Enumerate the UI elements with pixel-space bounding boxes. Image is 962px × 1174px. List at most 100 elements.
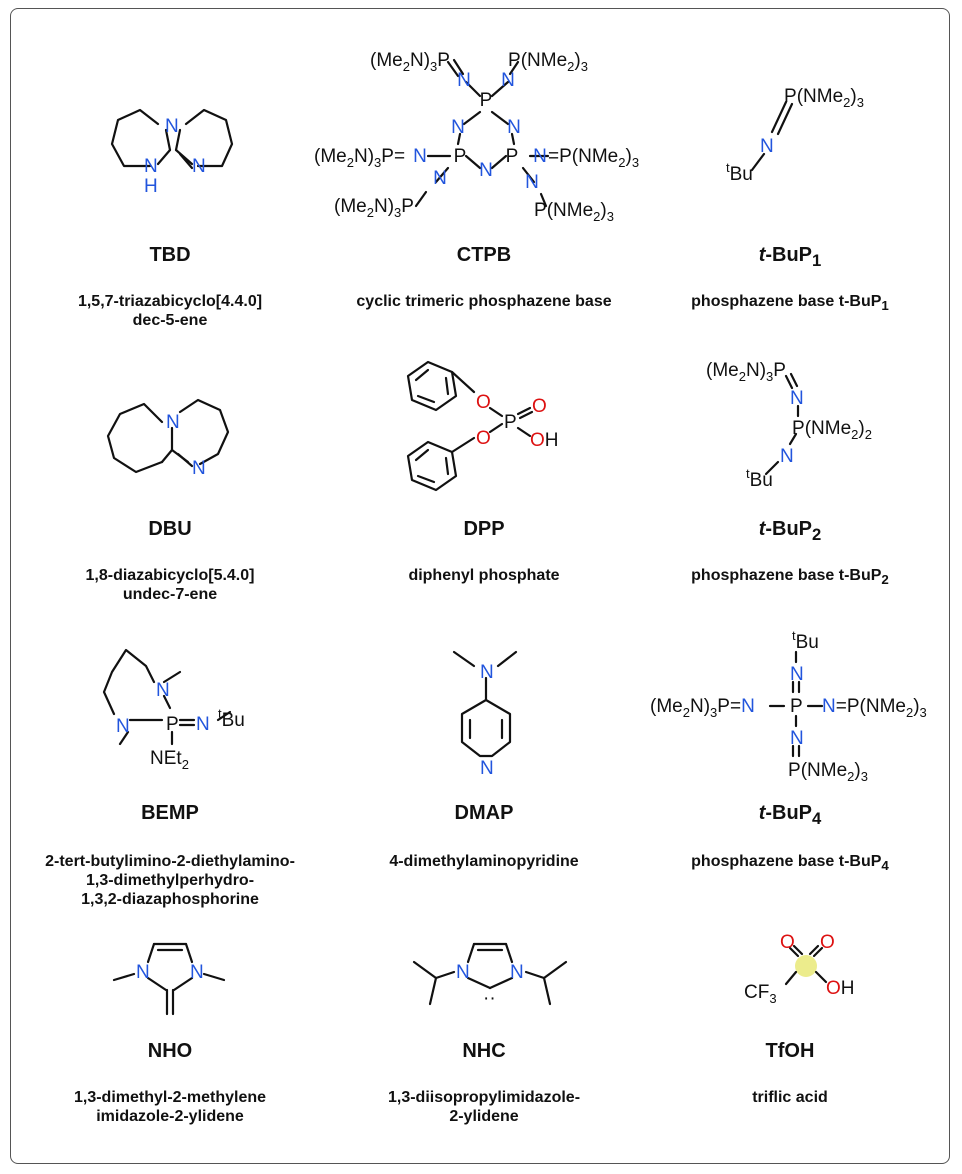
tbup2-tbu: tBu <box>746 466 773 491</box>
nho-n-left: N <box>136 962 150 983</box>
ctpb-n-bl: N <box>433 168 447 189</box>
bemp-net2: NEt2 <box>150 748 189 772</box>
bemp-n-imine: N <box>196 714 210 735</box>
nhc-name: NHC <box>462 1040 506 1062</box>
ctpb-group-bl: (Me2N)3P <box>334 196 414 220</box>
tbd-desc-line1: 1,5,7-triazabicyclo[4.4.0] <box>77 293 263 310</box>
ctpb-n-ring-3: N <box>479 160 493 181</box>
tbup2-n-2: N <box>780 446 794 467</box>
dpp-oh: OH <box>530 430 559 451</box>
tbd-desc-line2: dec-5-ene <box>132 312 208 329</box>
tbup2-p-center: P(NMe2)2 <box>792 418 872 442</box>
ctpb-p-right: P <box>506 146 519 167</box>
nhc-n-right: N <box>510 962 524 983</box>
tbup4-desc: phosphazene base t-BuP4 <box>691 853 889 874</box>
tbd-h: H <box>144 176 158 197</box>
ctpb-group-br: P(NMe2)3 <box>534 200 614 224</box>
tbup1-tbu: tBu <box>726 160 753 185</box>
tfoh-o-1: O <box>780 932 795 953</box>
tbup1-group: P(NMe2)3 <box>784 86 864 110</box>
nho-desc-line1: 1,3-dimethyl-2-methylene <box>73 1089 267 1106</box>
tfoh-desc: triflic acid <box>752 1089 828 1106</box>
tbup4-p-center: P <box>790 696 803 717</box>
ctpb-group-right: =P(NMe2)3 <box>548 146 639 170</box>
tbup4-tbu: tBu <box>792 628 819 653</box>
dpp-o-1: O <box>476 392 491 413</box>
dbu-name: DBU <box>148 518 192 540</box>
dbu-desc-line2: undec-7-ene <box>122 586 218 603</box>
tbup1-structure: P(NMe2)3 N tBu <box>726 86 864 185</box>
tbup2-desc: phosphazene base t-BuP2 <box>691 567 889 588</box>
bemp-name: BEMP <box>141 802 199 824</box>
nho-structure: N N <box>112 942 226 1016</box>
ctpb-n-left: N <box>413 146 427 167</box>
tbup1-desc: phosphazene base t-BuP1 <box>691 293 889 314</box>
dmap-structure: N N <box>452 650 518 779</box>
figure-frame <box>10 8 950 1164</box>
tbup2-n-1: N <box>790 388 804 409</box>
ctpb-n-br: N <box>525 172 539 193</box>
dbu-structure: N N <box>106 398 230 479</box>
tbup2-name: t-BuP2 <box>758 518 822 544</box>
dmap-name: DMAP <box>454 802 514 824</box>
tbup4-name: t-BuP4 <box>758 802 822 828</box>
tbup2-group-top: (Me2N)3P <box>706 360 786 384</box>
sulfur-highlight <box>795 955 817 977</box>
bemp-desc-line3: 1,3,2-diazaphosphorine <box>81 891 259 908</box>
tfoh-name: TfOH <box>765 1040 815 1062</box>
nhc-carbene-dots: ·· <box>483 988 496 1009</box>
tbd-n-bridge: N <box>165 116 179 137</box>
tbup1-name: t-BuP1 <box>758 244 822 270</box>
ctpb-p-top: P <box>480 90 493 111</box>
tbd-nh: N <box>144 156 158 177</box>
ctpb-n-top-right: N <box>501 70 515 91</box>
dbu-n-imine: N <box>192 458 206 479</box>
tfoh-o-2: O <box>820 932 835 953</box>
ctpb-n-right: N <box>533 146 547 167</box>
tbd-name: TBD <box>149 244 191 266</box>
tfoh-structure: O O CF3 OH <box>744 932 855 1006</box>
bemp-tbu: tBu <box>218 706 245 731</box>
dpp-name: DPP <box>463 518 505 540</box>
nho-desc-line2: imidazole-2-ylidene <box>96 1108 244 1125</box>
nho-name: NHO <box>147 1040 193 1062</box>
dpp-p: P <box>504 412 517 433</box>
ctpb-n-ring-1: N <box>451 117 465 138</box>
tbup1-n: N <box>760 136 774 157</box>
dbu-n-bridge: N <box>166 412 180 433</box>
ctpb-name: CTPB <box>456 244 512 266</box>
ctpb-p-left: P <box>454 146 467 167</box>
dpp-o-double: O <box>532 396 547 417</box>
bemp-n-top: N <box>156 680 170 701</box>
tbup4-n-top: N <box>790 664 804 685</box>
tfoh-oh: OH <box>826 978 855 999</box>
ctpb-n-top-left: N <box>457 70 471 91</box>
ctpb-group-left: (Me2N)3P= <box>314 146 405 170</box>
nhc-desc-line1: 1,3-diisopropylimidazole- <box>387 1089 581 1106</box>
ctpb-n-ring-2: N <box>507 117 521 138</box>
dmap-n-ring: N <box>480 758 494 779</box>
dmap-n-amine: N <box>480 662 494 683</box>
bemp-n-left: N <box>116 716 130 737</box>
dmap-desc: 4-dimethylaminopyridine <box>389 853 579 870</box>
bemp-structure: N N P N tBu NEt2 <box>102 648 245 772</box>
bemp-p: P <box>166 714 179 735</box>
ctpb-desc: cyclic trimeric phosphazene base <box>356 293 612 310</box>
nhc-structure: N N ·· <box>412 942 568 1009</box>
tbup4-group-right: N=P(NMe2)3 <box>822 696 927 720</box>
tbup4-group-bottom: P(NMe2)3 <box>788 760 868 784</box>
dpp-desc: diphenyl phosphate <box>408 567 560 584</box>
dpp-o-2: O <box>476 428 491 449</box>
tbd-n-imine: N <box>192 156 206 177</box>
ctpb-structure: P N N P P N N N N N N N (Me2N)3P P(NMe2)… <box>314 50 639 224</box>
nho-n-right: N <box>190 962 204 983</box>
tbup2-structure: (Me2N)3P N P(NMe2)2 N tBu <box>706 360 872 491</box>
bemp-desc-line1: 2-tert-butylimino-2-diethylamino- <box>45 853 295 870</box>
dbu-desc-line1: 1,8-diazabicyclo[5.4.0] <box>85 567 255 584</box>
ctpb-group-tr: P(NMe2)3 <box>508 50 588 74</box>
tbup4-group-left: (Me2N)3P=N <box>650 696 755 720</box>
ctpb-group-tl: (Me2N)3P <box>370 50 450 74</box>
dpp-structure: O O P O OH <box>406 360 559 492</box>
nhc-n-left: N <box>456 962 470 983</box>
tbup4-structure: tBu N (Me2N)3P=N P N=P(NMe2)3 N P(NMe2)3 <box>650 628 927 784</box>
